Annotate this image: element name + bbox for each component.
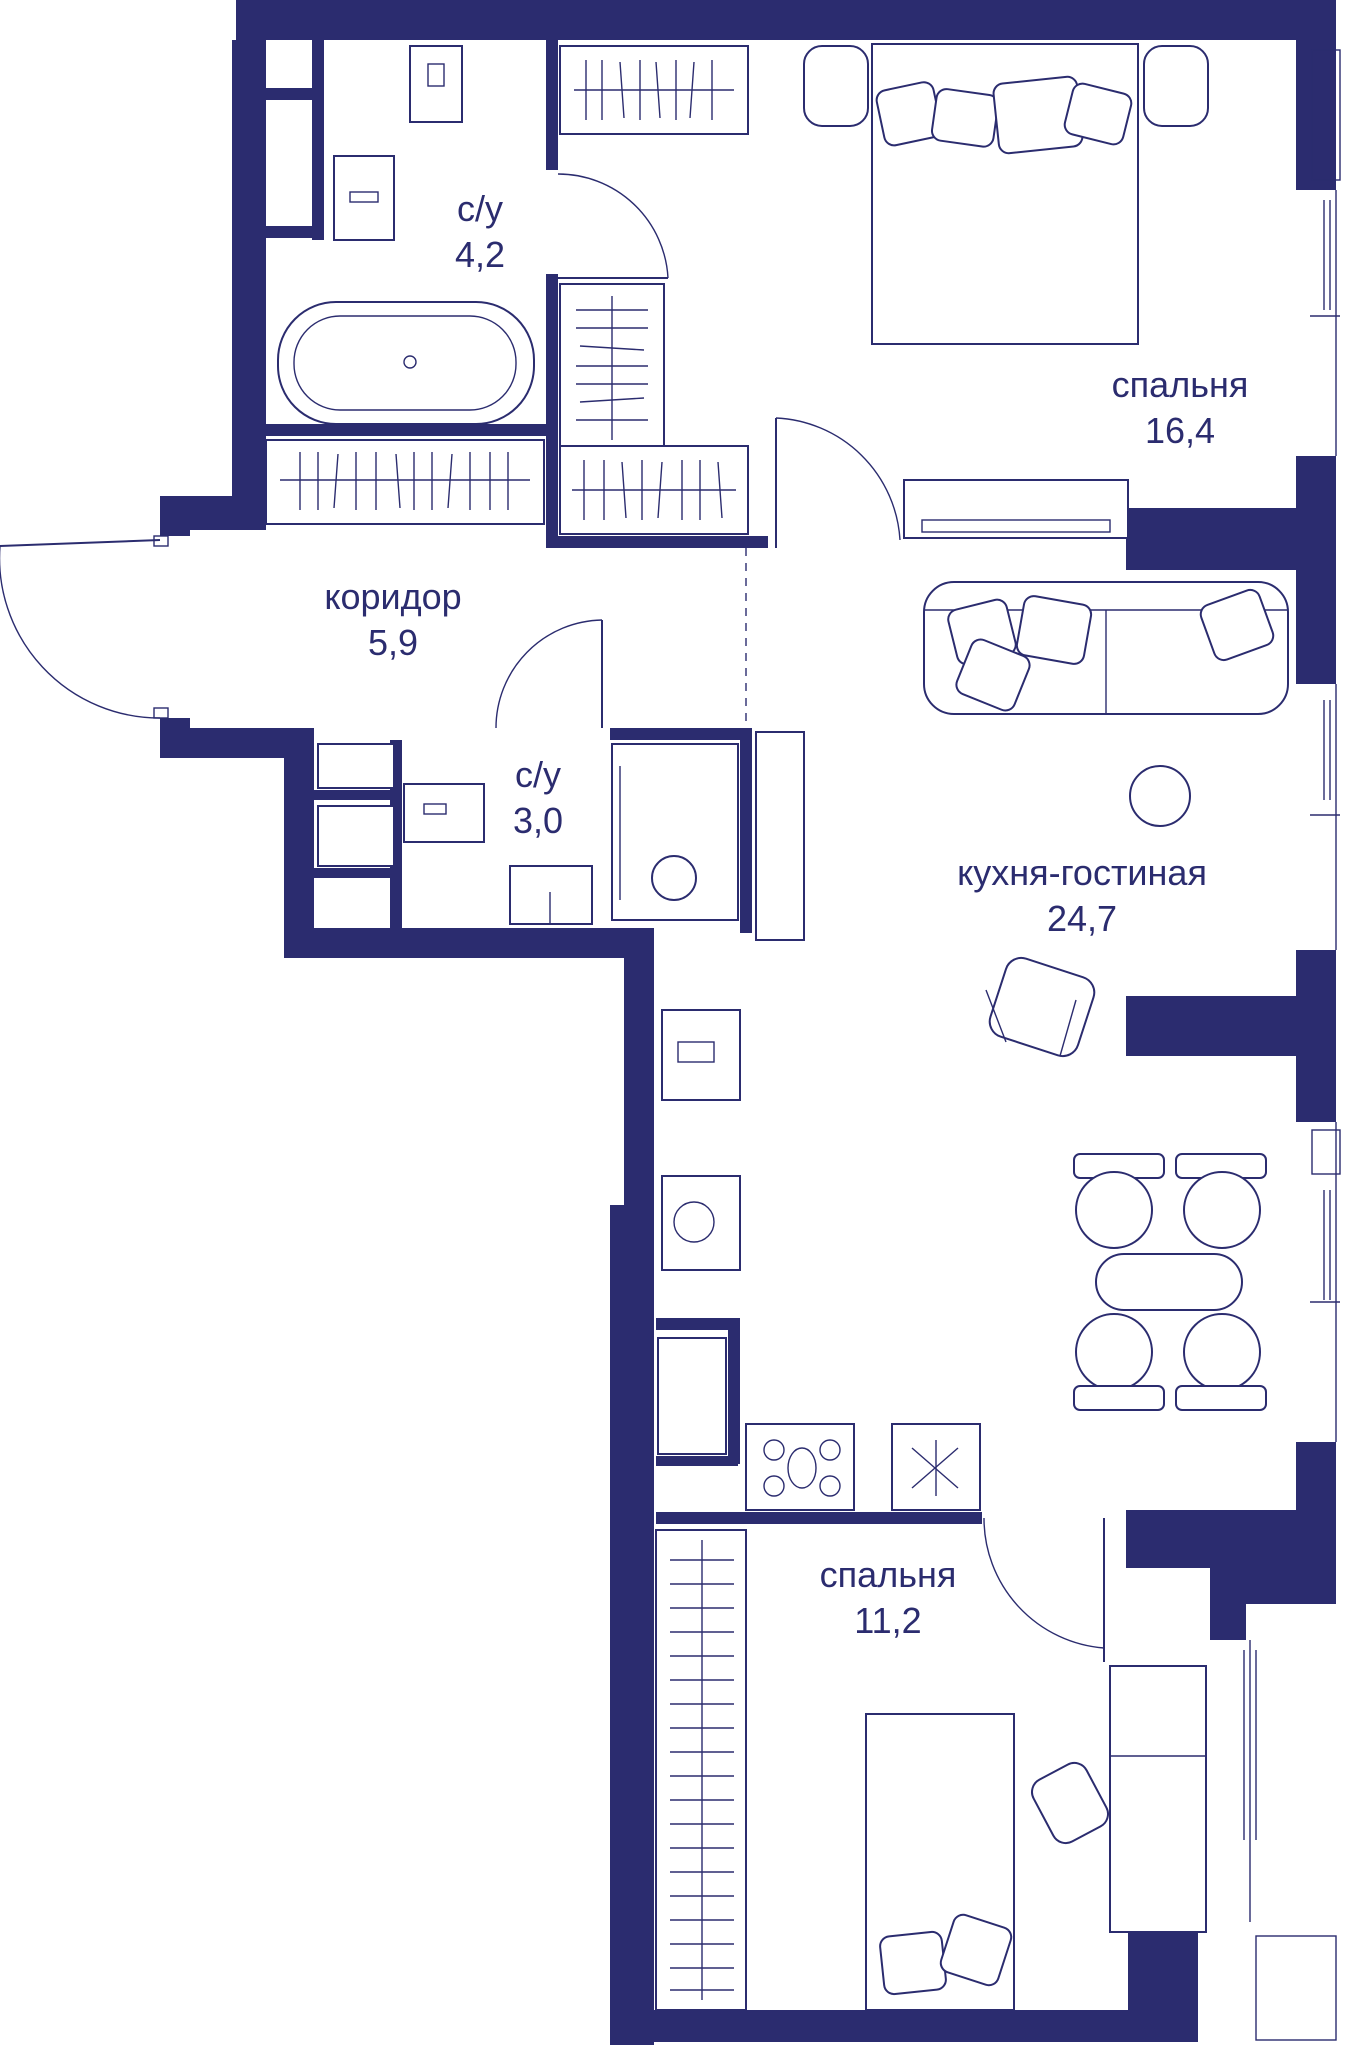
room-name: спальня [1111, 364, 1249, 405]
room-area: 11,2 [854, 1600, 922, 1641]
walls [160, 0, 1336, 2045]
room-area: 3,0 [512, 800, 564, 841]
room-area: 4,2 [454, 234, 506, 275]
room-name: с/у [514, 754, 562, 795]
room-label-bedroom-2: спальня 11,2 [820, 1552, 957, 1644]
room-name: спальня [819, 1554, 957, 1595]
room-label-bathroom-1: с/у 4,2 [455, 186, 505, 278]
room-label-bedroom-1: спальня 16,4 [1112, 362, 1249, 454]
room-name: с/у [456, 188, 504, 229]
wardrobe-hangers [299, 60, 734, 1991]
room-label-kitchen-living: кухня-гостиная 24,7 [957, 850, 1207, 942]
room-label-corridor: коридор 5,9 [324, 574, 461, 666]
room-area: 16,4 [1144, 410, 1216, 451]
windows [1243, 49, 1341, 2041]
doors [0, 173, 1105, 1662]
room-label-bathroom-2: с/у 3,0 [513, 752, 563, 844]
room-area: 5,9 [367, 622, 419, 663]
room-name: кухня-гостиная [957, 852, 1207, 893]
furniture [265, 43, 1289, 2011]
room-name: коридор [324, 576, 462, 617]
room-area: 24,7 [1046, 898, 1118, 939]
